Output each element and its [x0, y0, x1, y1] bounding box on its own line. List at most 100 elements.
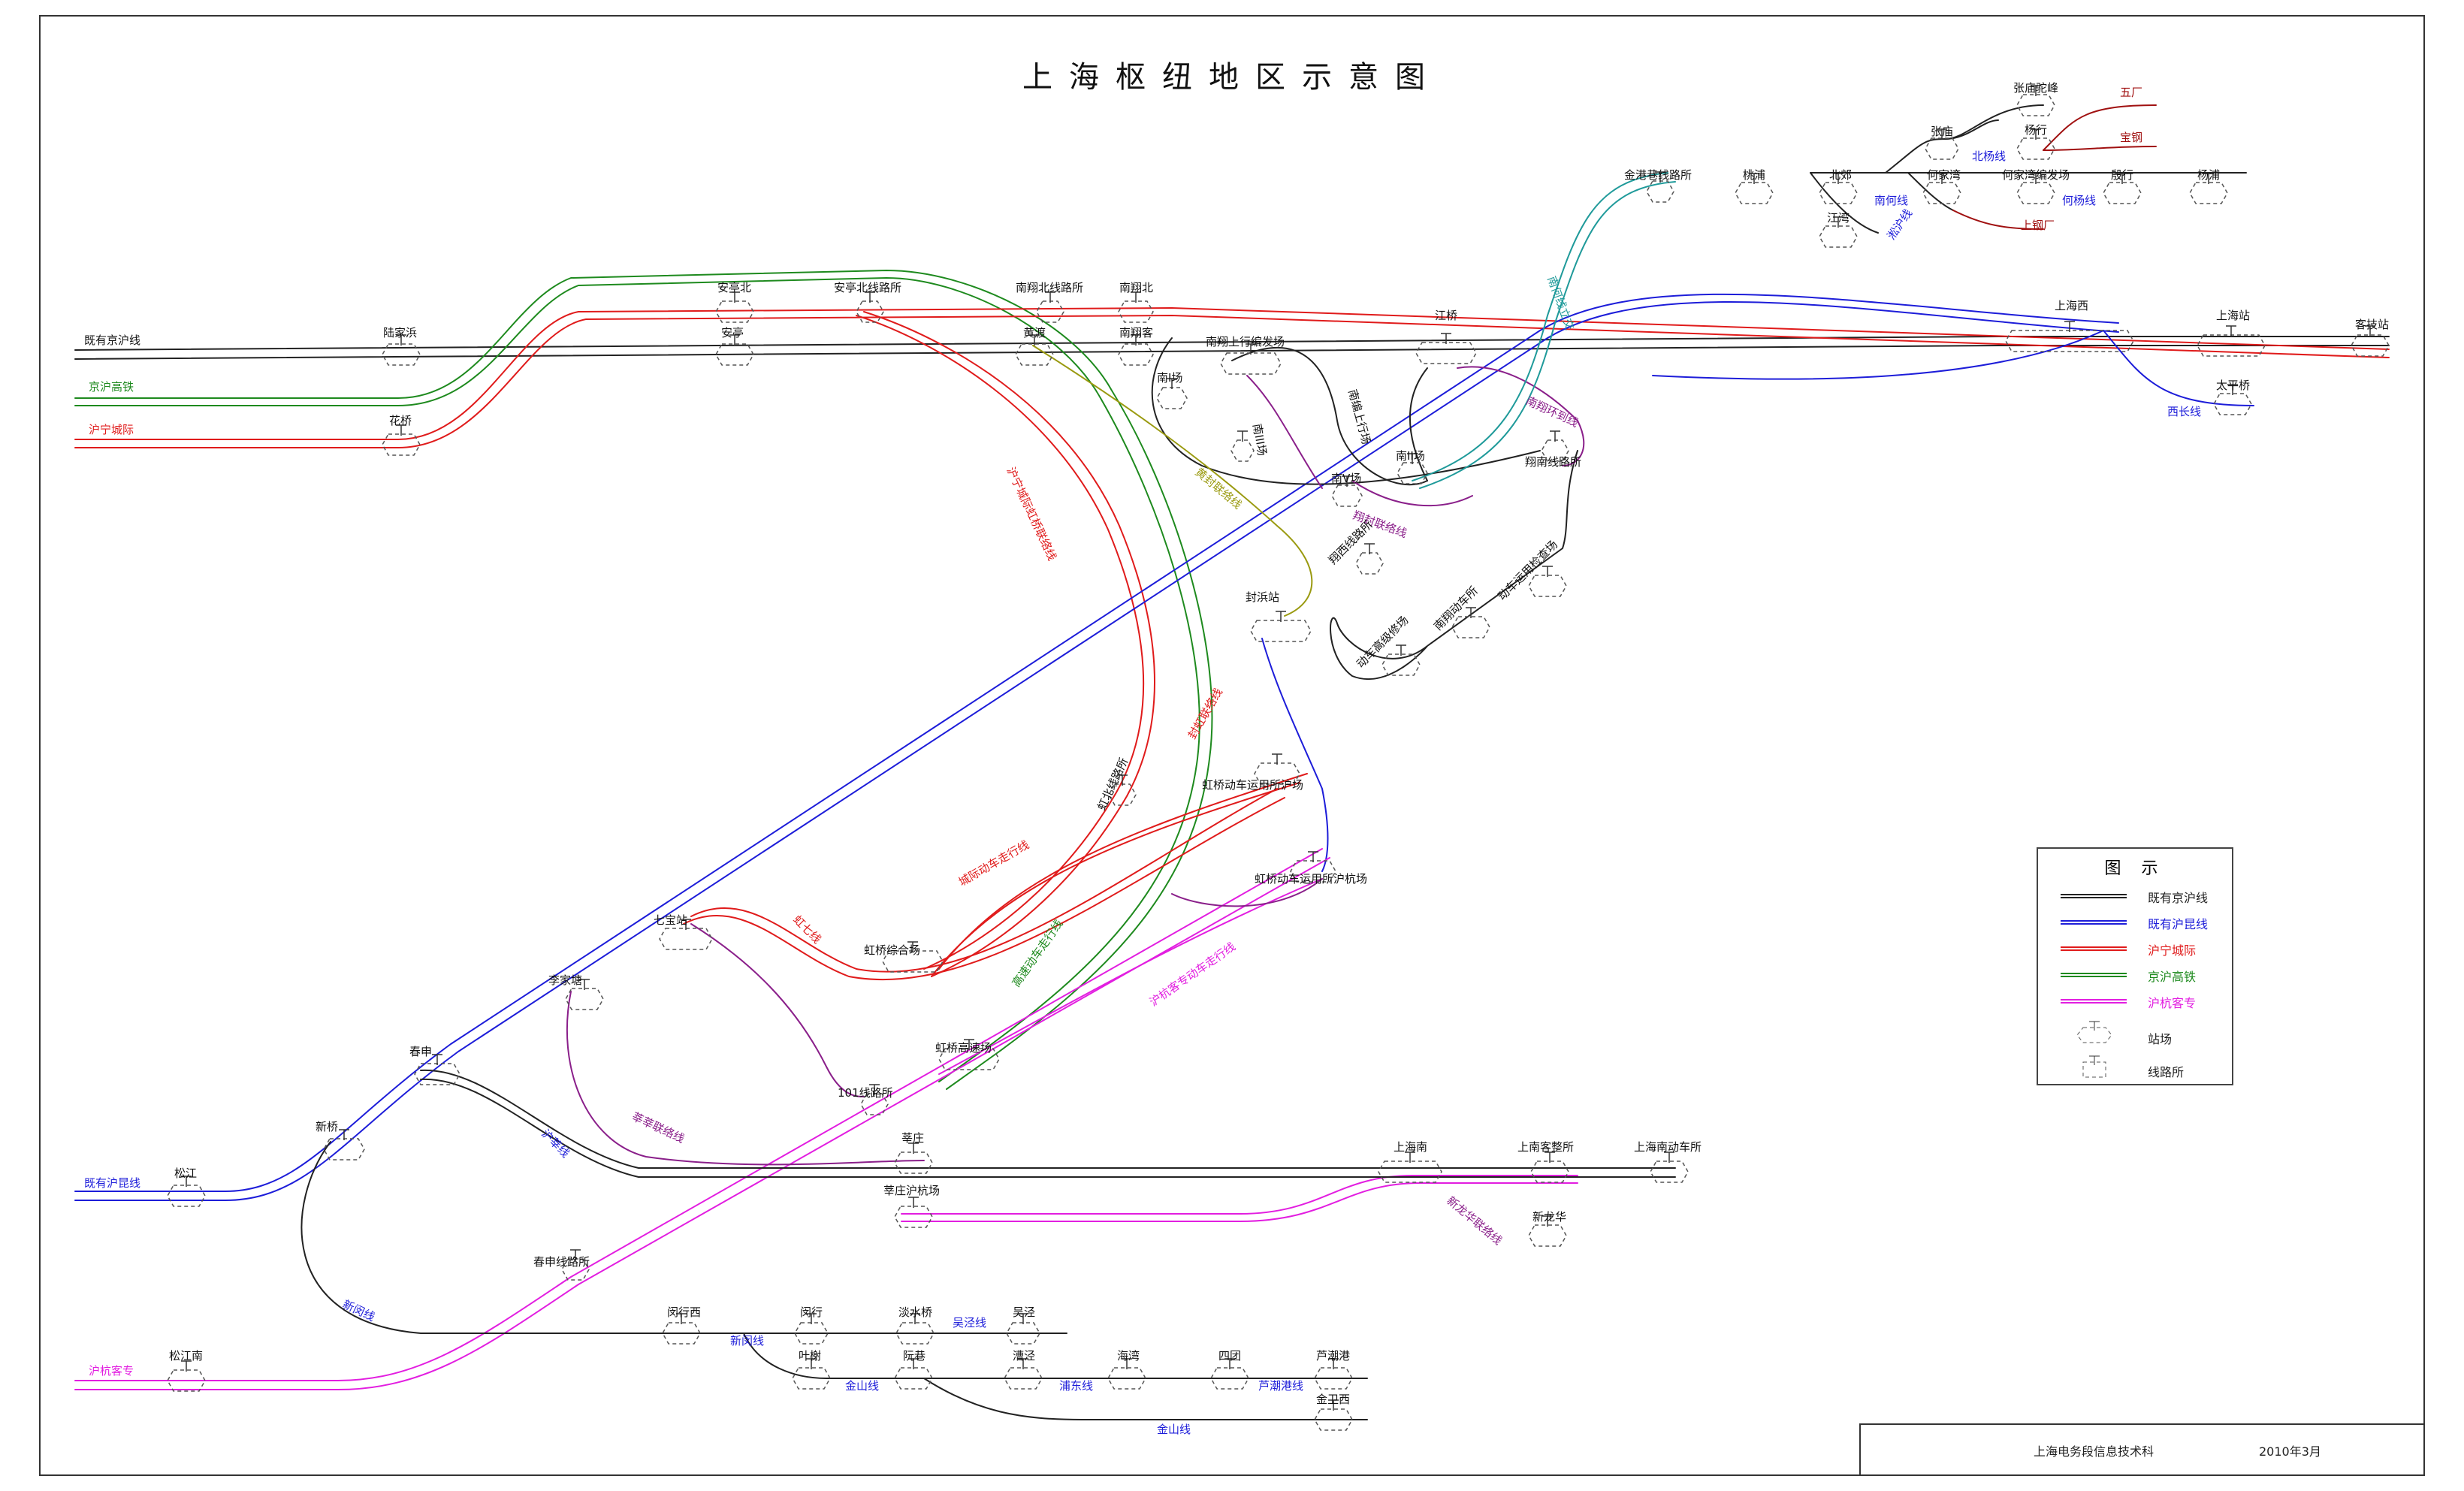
- yard-symbol-yangpu: [2189, 182, 2228, 204]
- map-label-heyang: 何杨线: [2062, 194, 2096, 207]
- map-label-luchaogang: 芦潮港线: [1258, 1379, 1303, 1393]
- yard-symbol-chunshen: [414, 1063, 460, 1085]
- yard-symbol-nan5: [1331, 484, 1363, 507]
- map-label-fenghong: 封虹联络线: [1185, 686, 1225, 741]
- map-label-yeshu: 叶榭: [799, 1349, 821, 1363]
- map-label-shanghaixi: 上海西: [2055, 299, 2088, 312]
- line-branch-darkred: [1952, 104, 2157, 230]
- station-tick-zhangmiao-tuofeng: [2031, 85, 2041, 96]
- yard-symbol-nanxiangbei: [1118, 300, 1154, 323]
- line-huhang: [74, 848, 1578, 1390]
- lineyard-symbol-icon: [2082, 1055, 2106, 1078]
- station-tick-hejiawan: [1937, 173, 1947, 184]
- yard-symbol-yinhang: [2103, 182, 2142, 204]
- map-label-zhangmiao: 张庙: [1931, 125, 1953, 138]
- map-label-yanghang: 杨行: [2025, 123, 2047, 137]
- map-label-shanghainan-emu: 上海南动车所: [1634, 1140, 1702, 1154]
- legend-label: 京沪高铁: [2148, 970, 2197, 984]
- map-label-pudong: 浦东线: [1059, 1379, 1093, 1393]
- yard-symbol-yanghang: [2016, 137, 2055, 160]
- yard-symbol-ruanxiang: [894, 1367, 933, 1390]
- station-tick-songjiang: [181, 1176, 192, 1187]
- legend-label: 既有沪昆线: [2148, 917, 2209, 931]
- yard-symbol-luhuabang: [382, 343, 421, 366]
- map-label-xinzhuang-huhang: 莘庄沪杭场: [883, 1184, 940, 1197]
- yard-symbol-haiwan: [1107, 1367, 1146, 1390]
- station-tick-qibao: [681, 919, 691, 930]
- legend: 图 示 既有京沪线 既有沪昆线 沪宁城际 京沪高铁 沪杭客专 站场 线路所: [2037, 847, 2233, 1085]
- map-label-taopu: 桃浦: [1743, 168, 1765, 182]
- yard-symbol-beijiao: [1819, 182, 1858, 204]
- line-huning-intercity: [74, 307, 2390, 981]
- map-label-nan1: 南I场: [1157, 371, 1182, 385]
- map-label-jinshan: 金山线: [845, 1379, 879, 1393]
- station-tick-xiangxi-lineyard: [1364, 543, 1375, 554]
- yard-symbol-minhang: [794, 1322, 829, 1345]
- yard-symbol-shanghaixi: [2005, 330, 2134, 352]
- yard-symbol-nan2: [1397, 462, 1428, 484]
- map-label-antingbei-lineyard: 安亭北线路所: [834, 281, 901, 294]
- map-label-hufeng: 沪莘线: [539, 1127, 572, 1161]
- station-tick-jingang-lineyard: [1655, 171, 1665, 183]
- map-label-nanxiangbei-lineyard: 南翔北线路所: [1016, 281, 1083, 294]
- yard-symbol-zhangmiao-tuofeng: [2016, 94, 2055, 116]
- map-label-nan2: 南II场: [1396, 449, 1425, 463]
- map-label-hongqi: 虹七线: [790, 913, 824, 946]
- station-tick-xinzhuang-huhang: [908, 1197, 919, 1208]
- legend-item-lineyard: 线路所: [2061, 1053, 2226, 1083]
- map-label-emu-high-maint: 动车高级修场: [1354, 613, 1411, 670]
- station-tick-nanxiangke: [1131, 334, 1141, 346]
- legend-item-huhang: 沪杭客专: [2061, 990, 2226, 1013]
- yard-symbol-taipingqiao: [2213, 393, 2252, 415]
- map-label-beijiao: 北郊: [1829, 168, 1852, 182]
- map-label-shanghainan: 上海南: [1394, 1140, 1427, 1154]
- map-label-luhuabang: 陆家浜: [383, 326, 417, 340]
- map-label-nanxiang-up-yard: 南翔上行编发场: [1206, 335, 1285, 349]
- yard-symbol-hongbei-lineyard: [1108, 783, 1137, 806]
- yard-symbol-xiangxi-lineyard: [1355, 552, 1384, 575]
- line-jinghu-hsr: [74, 270, 1213, 1090]
- yard-symbol-hongqiao-emu-hu: [1254, 762, 1300, 785]
- station-tick-tanshuiqiao: [910, 1313, 920, 1324]
- station-tick-huangdu: [1029, 334, 1040, 346]
- line-liaison-olive: [1032, 345, 1313, 617]
- station-tick-nanxiangbei: [1131, 291, 1141, 303]
- map-label-jinghu-hsr: 京沪高铁: [89, 380, 134, 394]
- map-label-qibao: 七宝站: [654, 913, 687, 927]
- map-label-jiangqiao: 江桥: [1435, 309, 1457, 322]
- map-label-emu-check: 动车运用检查场: [1495, 538, 1560, 603]
- legend-label: 站场: [2148, 1032, 2173, 1046]
- yard-symbol-nanxiangbei-lineyard: [1036, 300, 1064, 323]
- map-label-xinmin: 新闵线: [340, 1297, 376, 1323]
- station-tick-fengbang: [1276, 611, 1286, 622]
- station-tick-nanxiang-emu: [1466, 607, 1476, 618]
- station-tick-huaqiao: [396, 424, 406, 436]
- yard-symbol-jinweixi: [1314, 1408, 1353, 1431]
- station-tick-shanghaixi: [2064, 321, 2075, 332]
- map-label-wujing: 吴泾: [1013, 1305, 1035, 1319]
- station-tick-haiwan: [1122, 1358, 1132, 1369]
- yard-symbol-songjiangnan: [167, 1369, 206, 1392]
- map-label-hukun-existing: 既有沪昆线: [84, 1176, 140, 1190]
- station-tick-wujing: [1018, 1313, 1028, 1324]
- map-label-songjiangnan: 松江南: [169, 1349, 203, 1363]
- station-tick-beijiao: [1833, 173, 1843, 184]
- station-tick-ruanxiang: [908, 1358, 919, 1369]
- yard-symbol-xinzhuang-huhang: [894, 1206, 933, 1228]
- yard-symbol-wujing: [1006, 1322, 1040, 1345]
- map-label-huhang-emu-main: 沪杭客专动车走行线: [1147, 940, 1238, 1009]
- station-tick-shanghai: [2226, 325, 2236, 337]
- legend-swatch: [2061, 946, 2127, 951]
- station-tick-nanxiangbei-lineyard: [1045, 291, 1055, 303]
- map-label-huning-hongqiao: 沪宁城际虹桥联络线: [1004, 465, 1058, 563]
- yard-symbol-taopu: [1735, 182, 1774, 204]
- map-label-nanxiangbei: 南翔北: [1119, 281, 1153, 294]
- map-label-xinmin: 新闵线: [730, 1334, 764, 1348]
- map-label-huaqiao: 花桥: [389, 414, 412, 427]
- yard-symbol-hongqiao-emu-huhang: [1290, 860, 1336, 883]
- map-label-situan: 四团: [1218, 1349, 1241, 1363]
- map-label-xiangxi-lineyard: 翔西线路所: [1326, 518, 1375, 567]
- map-title: 上海枢纽地区示意图: [1022, 60, 1442, 95]
- station-tick-hongbei-lineyard: [1117, 774, 1128, 786]
